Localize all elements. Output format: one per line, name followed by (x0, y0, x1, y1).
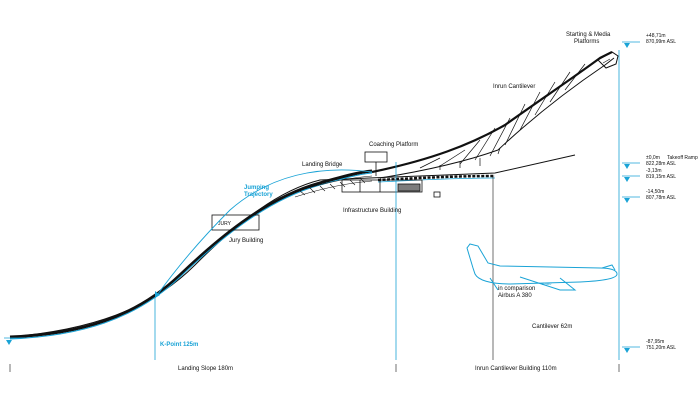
landing-slope-deck (9, 169, 373, 339)
level-markers (622, 41, 640, 353)
k-point-label: K-Point 125m (160, 342, 198, 348)
inrun-track-blue (377, 177, 496, 183)
airbus-a380-outline (466, 243, 618, 291)
trajectory-arrowhead (155, 291, 160, 298)
level-4-value: -14,50m (646, 189, 664, 195)
infrastructure-building-label: Infrastructure Building (343, 208, 401, 214)
dimension-ticks (9, 364, 620, 372)
starting-platforms-label-1: Starting & Media (566, 32, 611, 38)
level-2-asl: 822,28m ASL (646, 161, 676, 167)
starting-platforms-label-2: Platforms (574, 39, 599, 45)
level-3-asl: 819,15m ASL (646, 174, 676, 180)
landing-bridge-truss (294, 175, 373, 198)
landing-slope-surface (9, 172, 373, 340)
landing-bridge-label: Landing Bridge (302, 162, 343, 168)
jury-box-text: JURY (218, 221, 232, 227)
level-marker-icon (624, 198, 630, 203)
level-1-asl: 870,99m ASL (646, 39, 676, 45)
level-5-asl: 751,20m ASL (646, 345, 676, 351)
level-4-asl: 807,78m ASL (646, 195, 676, 201)
jumping-trajectory-label-2: Trajectory (244, 192, 273, 198)
landing-slope-label: Landing Slope 180m (178, 366, 233, 372)
inrun-cantilever (371, 51, 615, 179)
level-5-value: -87,95m (646, 339, 664, 345)
infrastructure-building (341, 179, 441, 198)
level-marker-icon (6, 340, 12, 345)
level-marker-icon (624, 43, 630, 48)
terrain-line (9, 154, 576, 338)
comparison-label-2: Airbus A 380 (498, 293, 532, 299)
level-1-value: +48,71m (646, 33, 666, 39)
inrun-cantilever-label: Inrun Cantilever (493, 84, 535, 90)
jury-building: JURY (211, 214, 260, 231)
coaching-platform-label: Coaching Platform (369, 142, 418, 148)
comparison-label-1: in comparison (498, 286, 535, 292)
inrun-building-label: Inrun Cantilever Building 110m (475, 366, 557, 372)
jury-building-label: Jury Building (229, 238, 263, 244)
coaching-platform (364, 151, 388, 176)
level-2-extra: Takeoff Ramp (667, 155, 698, 161)
level-marker-icon (624, 177, 630, 182)
starting-platform (597, 51, 619, 69)
cantilever-62m-label: Cantilever 62m (532, 324, 572, 330)
level-marker-icon (624, 164, 630, 169)
airbus-marking: A380 (542, 281, 552, 286)
jumping-trajectory-label-1: Jumping (244, 185, 269, 191)
level-2-value: ±0,0m (646, 155, 660, 161)
jumping-trajectory (154, 169, 373, 299)
level-3-value: -3,13m (646, 168, 662, 174)
inrun-track (377, 174, 496, 182)
level-marker-icon (624, 348, 630, 353)
